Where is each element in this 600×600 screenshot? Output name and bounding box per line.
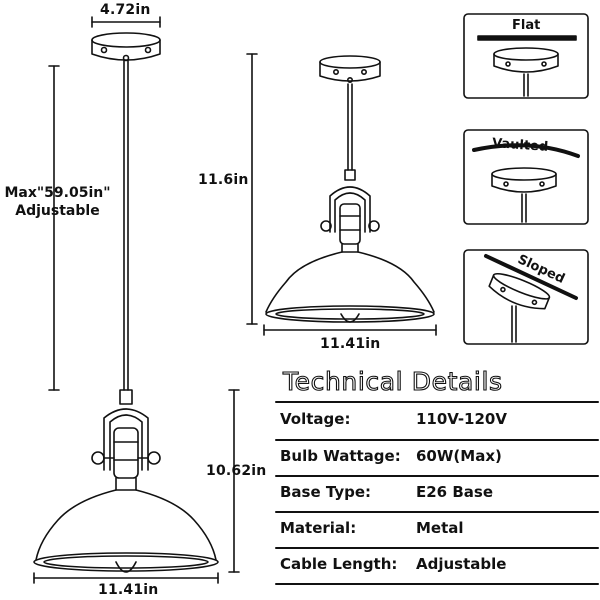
small-height-label: 11.6in <box>198 172 249 188</box>
technical-details-title: Technical Details <box>282 366 503 396</box>
mount-flat-diagram <box>463 13 589 99</box>
large-pendant-drawing <box>33 32 219 573</box>
large-height-line <box>228 389 240 573</box>
spec-label: Voltage: <box>280 410 351 428</box>
spec-label: Base Type: <box>280 483 372 501</box>
small-height-line <box>246 53 258 325</box>
spec-row-voltage: Voltage: 110V-120V <box>276 404 598 438</box>
spec-value: 110V-120V <box>416 410 507 428</box>
spec-row-bulb-wattage: Bulb Wattage: 60W(Max) <box>276 441 598 475</box>
max-length-label: Max"59.05in" Adjustable <box>0 184 115 220</box>
max-length-note: Adjustable <box>15 203 100 219</box>
small-width-label: 11.41in <box>320 336 381 352</box>
mount-sloped-diagram <box>463 249 589 345</box>
spec-label: Cable Length: <box>280 555 398 573</box>
spec-value: Metal <box>416 519 464 537</box>
spec-row-material: Material: Metal <box>276 513 598 547</box>
canopy-width-line <box>91 16 161 28</box>
spec-value: 60W(Max) <box>416 447 502 465</box>
max-length-value: Max"59.05in" <box>4 185 111 201</box>
spec-value: Adjustable <box>416 555 507 573</box>
spec-row-base-type: Base Type: E26 Base <box>276 477 598 511</box>
spec-label: Bulb Wattage: <box>280 447 401 465</box>
mount-vaulted-diagram <box>463 129 589 225</box>
spec-row-cable-length: Cable Length: Adjustable <box>276 549 598 583</box>
spec-value: E26 Base <box>416 483 493 501</box>
canopy-width-label: 4.72in <box>100 2 151 18</box>
small-width-line <box>263 324 437 336</box>
large-width-line <box>33 572 219 584</box>
large-height-label: 10.62in <box>206 463 267 479</box>
small-pendant-drawing <box>265 55 435 323</box>
large-width-label: 11.41in <box>98 582 159 598</box>
spec-table-lines <box>275 401 599 585</box>
max-length-line <box>48 65 60 391</box>
spec-label: Material: <box>280 519 357 537</box>
mount-flat-label: Flat <box>512 18 541 33</box>
